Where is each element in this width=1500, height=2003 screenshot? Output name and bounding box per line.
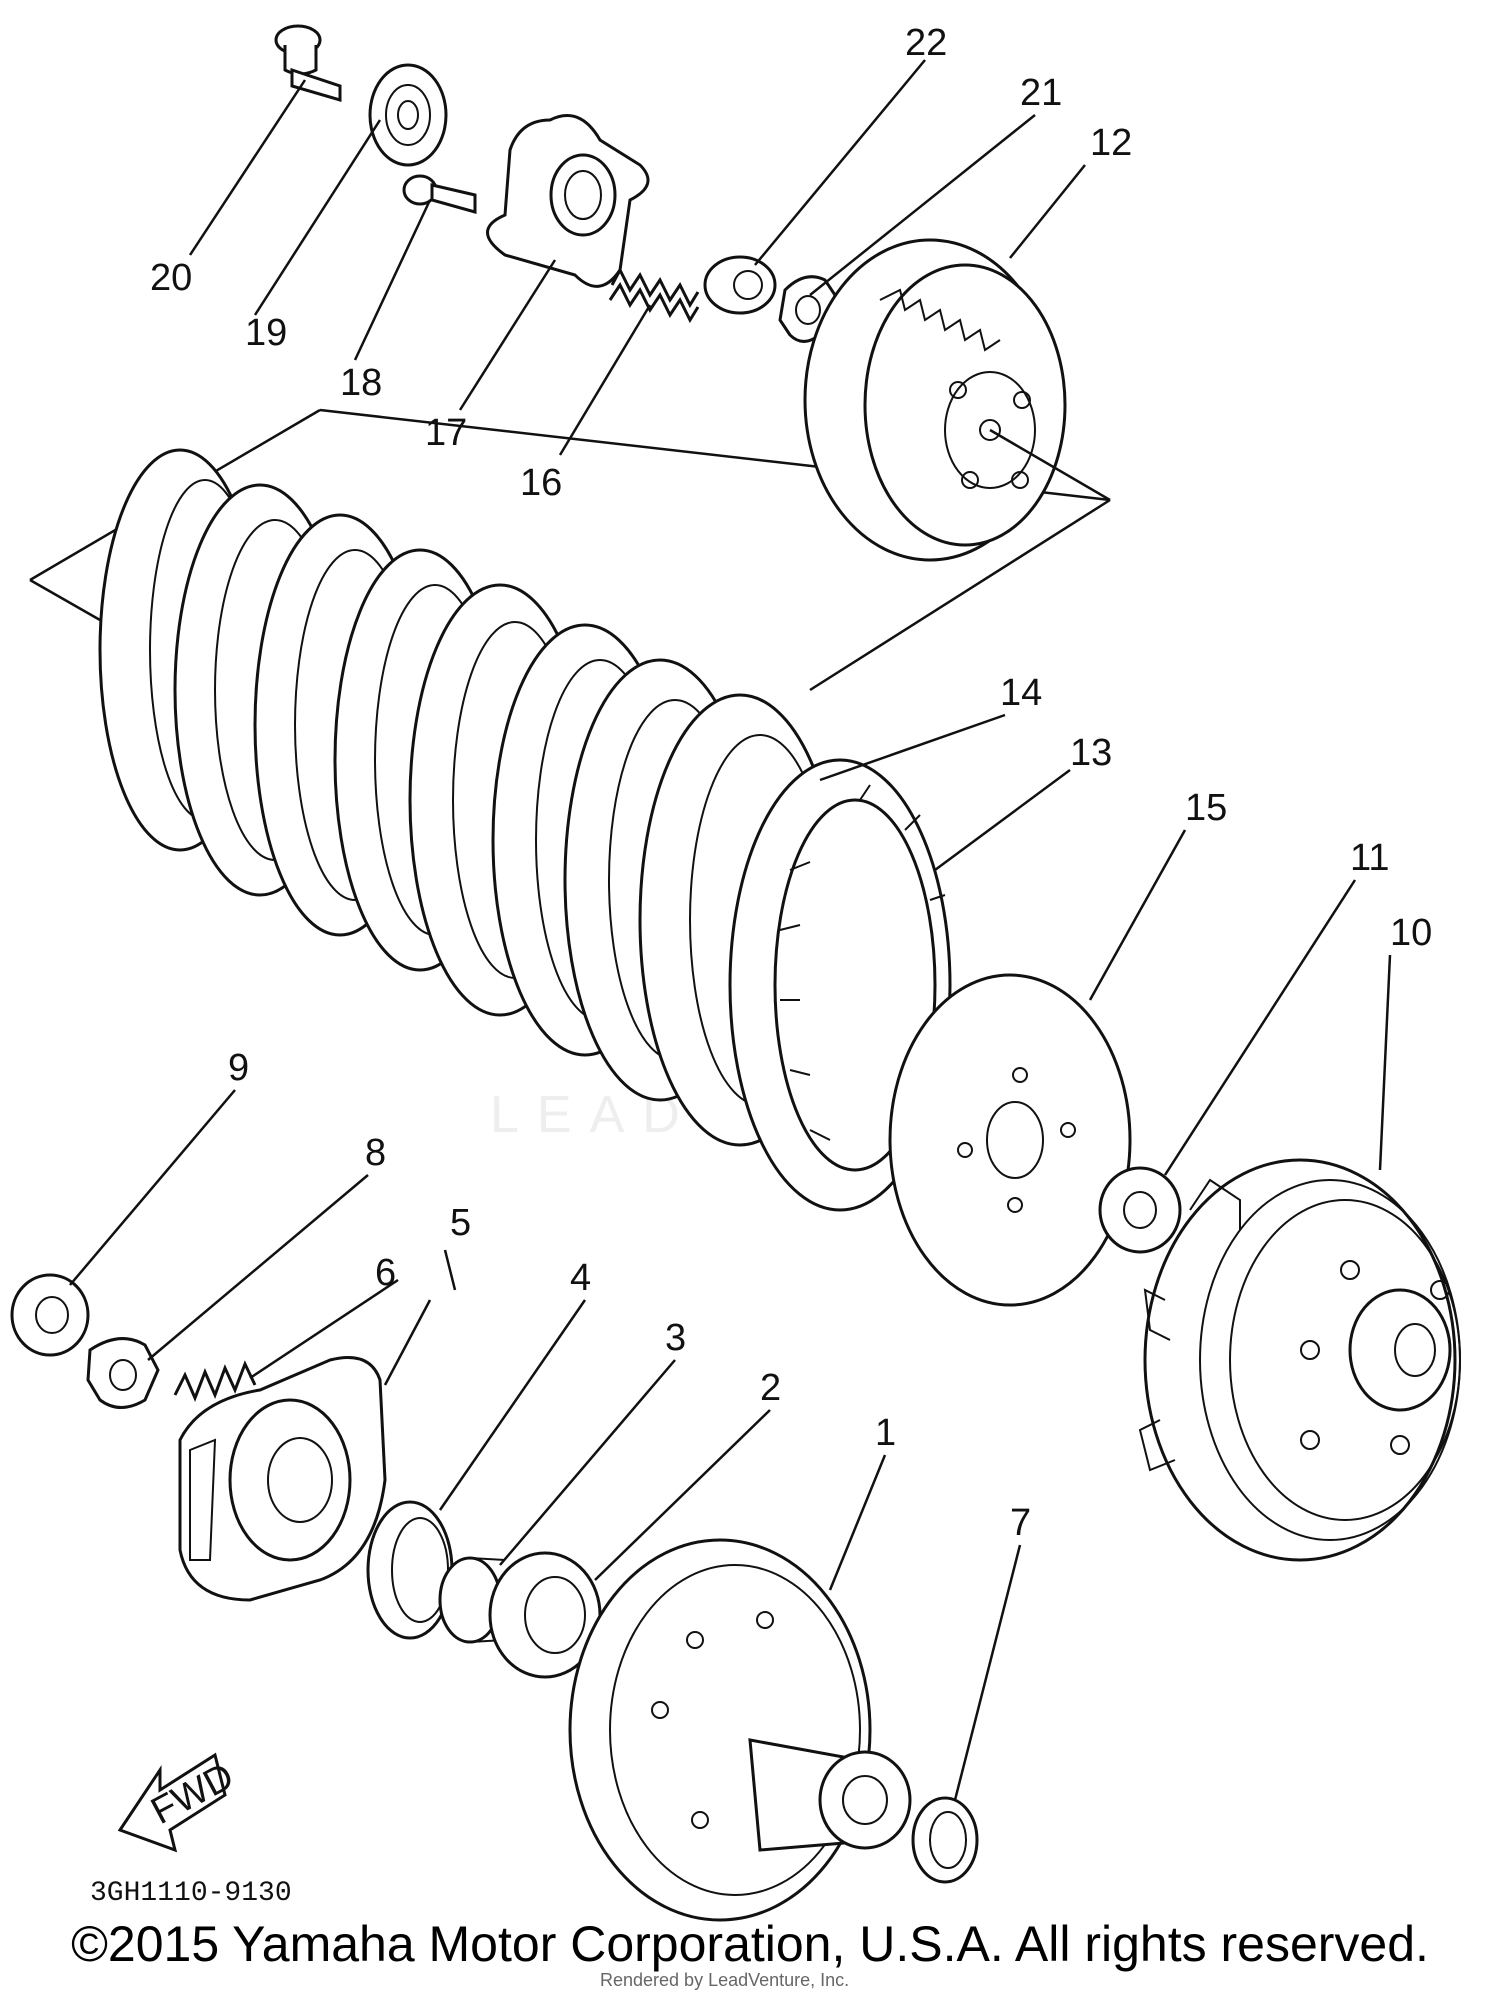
part-20-pin <box>274 24 342 102</box>
callout-16: 16 <box>520 462 562 504</box>
part-15-pressure-disc <box>888 973 1132 1307</box>
part-1-clutch-carrier <box>568 1538 912 1922</box>
part-12-clutch-boss <box>803 238 1111 562</box>
callout-22: 22 <box>905 22 947 64</box>
callout-6: 6 <box>375 1252 396 1294</box>
callout-10: 10 <box>1390 912 1432 954</box>
part-5-centrifugal-clutch <box>178 1356 387 1602</box>
part-9-nut <box>10 1273 90 1357</box>
part-18-bolt <box>402 174 477 214</box>
fwd-label: FWD <box>145 1755 241 1833</box>
callout-21: 21 <box>1020 72 1062 114</box>
callout-2: 2 <box>760 1367 781 1409</box>
callout-8: 8 <box>365 1132 386 1174</box>
part-19-bearing <box>368 63 448 167</box>
rendered-by-notice: Rendered by LeadVenture, Inc. <box>600 1970 850 1990</box>
callout-19: 19 <box>245 312 287 354</box>
part-13-friction-plate <box>728 758 952 1212</box>
callout-labels: 1 2 3 4 5 6 7 8 9 10 11 12 13 14 15 16 1… <box>150 22 1432 1544</box>
part-16-spring <box>608 266 700 324</box>
fwd-direction-arrow: FWD <box>117 1752 241 1853</box>
part-2-one-way-clutch <box>488 1551 602 1679</box>
callout-13: 13 <box>1070 732 1112 774</box>
part-8-lock-washer <box>86 1337 160 1409</box>
part-11-washer <box>1098 1166 1182 1254</box>
callout-17: 17 <box>425 412 467 454</box>
leader-lines <box>69 59 1392 1801</box>
drawing-code: 3GH1110-9130 <box>90 1878 292 1909</box>
callout-3: 3 <box>665 1317 686 1359</box>
clutch-plate-stack <box>98 448 842 1147</box>
part-7-washer <box>911 1796 979 1884</box>
callout-12: 12 <box>1090 122 1132 164</box>
callout-5: 5 <box>450 1202 471 1244</box>
part-6-spring <box>173 1360 257 1402</box>
copyright-notice: ©2015 Yamaha Motor Corporation, U.S.A. A… <box>71 1916 1429 1972</box>
callout-4: 4 <box>570 1257 591 1299</box>
part-17-pressure-plate <box>486 114 650 288</box>
part-22-nut <box>703 255 777 315</box>
callout-9: 9 <box>228 1047 249 1089</box>
part-10-clutch-housing <box>1138 1158 1461 1562</box>
callout-14: 14 <box>1000 672 1042 714</box>
callout-11: 11 <box>1350 837 1389 879</box>
callout-20: 20 <box>150 257 192 299</box>
callout-18: 18 <box>340 362 382 404</box>
callout-15: 15 <box>1185 787 1227 829</box>
part-4-washer <box>366 1500 454 1640</box>
callout-1: 1 <box>875 1412 896 1454</box>
callout-7: 7 <box>1010 1502 1031 1544</box>
